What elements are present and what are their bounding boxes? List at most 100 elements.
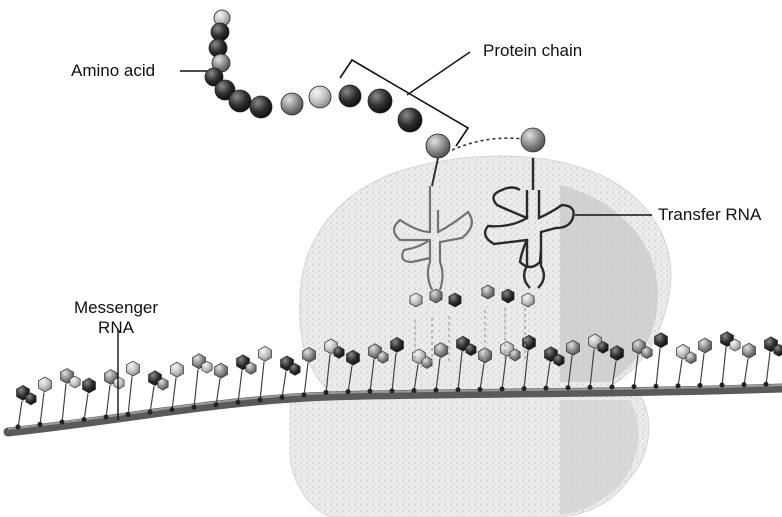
mrna-base-stem: [766, 352, 770, 385]
mrna-base: [510, 349, 520, 361]
peptide-bond-dashed: [452, 138, 532, 150]
amino-acid-bead: [211, 23, 229, 41]
mrna-base-stem: [106, 385, 110, 418]
mrna-base-stem: [18, 401, 22, 428]
transfer-rna-label: Transfer RNA: [658, 205, 761, 225]
mrna-base: [39, 377, 52, 392]
mrna-base: [114, 377, 124, 389]
mrna-base: [334, 346, 344, 358]
amino-acid-bead: [281, 93, 303, 115]
mrna-base: [730, 339, 740, 351]
mrna-phosphate: [610, 385, 615, 390]
amino-acid-bead: [229, 90, 251, 112]
protein-chain-label: Protein chain: [483, 41, 582, 61]
mrna-phosphate: [82, 417, 87, 422]
mrna-phosphate: [764, 382, 769, 387]
amino-acid-bead: [426, 134, 450, 158]
mrna-phosphate: [280, 395, 285, 400]
mrna-base: [171, 362, 184, 377]
messenger-rna-label: Messenger RNA: [66, 298, 166, 338]
mrna-phosphate: [434, 388, 439, 393]
ribosome: [290, 156, 671, 517]
amino-acid-bead: [398, 108, 422, 132]
mrna-phosphate: [522, 386, 527, 391]
mrna-phosphate: [38, 422, 43, 427]
mrna-phosphate: [104, 415, 109, 420]
protein-chain-beads: [205, 10, 450, 186]
mrna-phosphate: [632, 384, 637, 389]
mrna-phosphate: [60, 419, 65, 424]
mrna-phosphate: [544, 386, 549, 391]
mrna-base-stem: [62, 384, 66, 423]
mrna-base: [598, 341, 608, 353]
anticodon-base: [522, 293, 534, 307]
mrna-base-stem: [172, 378, 176, 411]
mrna-base: [743, 343, 756, 358]
mrna-base: [259, 346, 272, 361]
messenger-rna-label-line1: Messenger: [66, 298, 166, 318]
mrna-base-stem: [722, 347, 726, 386]
mrna-phosphate: [412, 388, 417, 393]
amino-acid-label: Amino acid: [71, 61, 155, 81]
mrna-base-stem: [656, 348, 660, 387]
mrna-phosphate: [214, 402, 219, 407]
mrna-phosphate: [500, 386, 505, 391]
mrna-base-stem: [40, 392, 44, 425]
anticodon-base: [482, 285, 494, 299]
mrna-phosphate: [324, 390, 329, 395]
mrna-base: [246, 362, 256, 374]
mrna-base-stem: [260, 362, 264, 401]
mrna-base-stem: [678, 360, 682, 387]
mrna-base: [26, 393, 36, 405]
mrna-base: [83, 378, 96, 393]
mrna-base: [70, 376, 80, 388]
mrna-phosphate: [588, 385, 593, 390]
protein-chain-bracket: [340, 60, 468, 146]
amino-acid-bead: [368, 89, 392, 113]
mrna-base: [554, 354, 564, 366]
mrna-base: [127, 361, 140, 376]
mrna-phosphate: [302, 392, 307, 397]
mrna-phosphate: [566, 385, 571, 390]
mrna-base: [290, 363, 300, 375]
ribosome-small-shade: [560, 400, 638, 515]
mrna-base: [466, 344, 476, 356]
amino-acid-bead: [309, 86, 331, 108]
mrna-base: [699, 338, 712, 353]
mrna-base-stem: [128, 377, 132, 416]
mrna-phosphate: [346, 389, 351, 394]
mrna-phosphate: [258, 397, 263, 402]
mrna-base: [215, 363, 228, 378]
mrna-base: [378, 351, 388, 363]
mrna-phosphate: [478, 387, 483, 392]
mrna-base: [642, 347, 652, 359]
mrna-base-stem: [744, 359, 748, 386]
mrna-phosphate: [390, 388, 395, 393]
amino-acid-bead: [339, 85, 361, 107]
mrna-phosphate: [368, 389, 373, 394]
anticodon-base: [410, 293, 422, 307]
mrna-base-stem: [84, 394, 88, 421]
mrna-base-stem: [194, 369, 198, 408]
mrna-phosphate: [236, 400, 241, 405]
mrna-base: [158, 378, 168, 390]
anticodon-base: [430, 289, 442, 303]
amino-acid-on-trna: [521, 128, 545, 152]
anticodon-base: [502, 289, 514, 303]
mrna-phosphate: [16, 424, 21, 429]
mrna-phosphate: [720, 383, 725, 388]
mrna-phosphate: [698, 383, 703, 388]
anticodon-base: [449, 293, 461, 307]
mrna-base: [422, 357, 432, 369]
mrna-base-stem: [700, 353, 704, 386]
mrna-phosphate: [676, 383, 681, 388]
mrna-phosphate: [456, 387, 461, 392]
mrna-phosphate: [742, 382, 747, 387]
mrna-phosphate: [170, 407, 175, 412]
mrna-base-stem: [304, 363, 308, 396]
mrna-phosphate: [192, 405, 197, 410]
mrna-phosphate: [148, 410, 153, 415]
mrna-phosphate: [654, 384, 659, 389]
protein-chain-leader: [407, 52, 470, 95]
mrna-phosphate: [126, 412, 131, 417]
